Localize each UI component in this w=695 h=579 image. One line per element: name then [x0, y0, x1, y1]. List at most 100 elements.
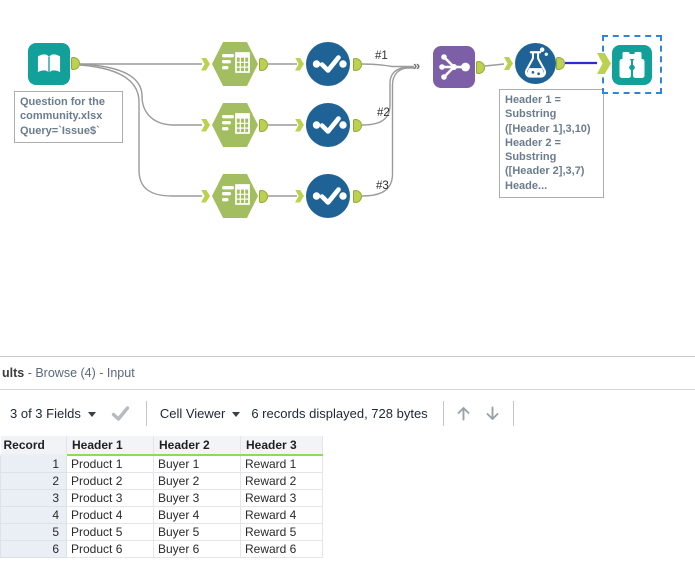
table-cell[interactable]: Reward 6 — [240, 539, 323, 558]
table-list-icon — [222, 113, 250, 134]
flask-icon — [524, 47, 548, 78]
input-anchor[interactable] — [295, 189, 304, 203]
record-cell[interactable]: 4 — [0, 505, 67, 524]
transform-tool-1[interactable] — [212, 42, 258, 86]
record-cell[interactable]: 5 — [0, 522, 67, 541]
unique-tool-2[interactable] — [306, 103, 350, 147]
book-icon — [37, 54, 61, 73]
connection[interactable] — [361, 63, 414, 68]
table-cell[interactable]: Buyer 2 — [153, 471, 241, 490]
multi-input-anchor[interactable]: » — [413, 58, 420, 73]
output-anchor[interactable] — [259, 118, 268, 132]
table-cell[interactable]: Product 4 — [66, 505, 154, 524]
record-cell[interactable]: 3 — [0, 488, 67, 507]
results-title-bold: ults — [2, 366, 25, 380]
binoculars-icon — [619, 52, 645, 78]
table-cell[interactable]: Buyer 5 — [153, 522, 241, 541]
output-anchor[interactable] — [71, 57, 80, 70]
chevron-down-icon — [232, 411, 241, 417]
input-anchor[interactable] — [295, 57, 304, 71]
arrow-up-icon[interactable] — [455, 405, 472, 422]
record-cell[interactable]: 2 — [0, 471, 67, 490]
dot-check-icon — [312, 187, 347, 205]
column-header[interactable]: Record — [0, 436, 67, 456]
transform-tool-3[interactable] — [212, 174, 258, 218]
record-cell[interactable]: 6 — [0, 539, 67, 558]
table-cell[interactable]: Buyer 3 — [153, 488, 241, 507]
table-cell[interactable]: Buyer 6 — [153, 539, 241, 558]
table-cell[interactable]: Reward 5 — [240, 522, 323, 541]
results-toolbar: 3 of 3 Fields Cell Viewer 6 records disp… — [0, 390, 695, 436]
unique-tool-3[interactable] — [306, 174, 350, 218]
output-anchor[interactable] — [259, 57, 268, 71]
connection-label-2: #2 — [377, 107, 390, 119]
table-cell[interactable]: Product 1 — [66, 454, 154, 473]
output-anchor[interactable] — [353, 118, 362, 132]
fields-dropdown[interactable]: 3 of 3 Fields — [10, 406, 96, 421]
table-cell[interactable]: Reward 4 — [240, 505, 323, 524]
fields-dropdown-label: 3 of 3 Fields — [10, 405, 81, 421]
toolbar-separator — [145, 400, 147, 426]
table-list-icon — [222, 52, 250, 73]
connections — [79, 61, 597, 197]
column-header[interactable]: Header 2 — [153, 436, 241, 456]
record-cell[interactable]: 1 — [0, 454, 67, 473]
table-cell[interactable]: Product 5 — [66, 522, 154, 541]
input-anchor[interactable] — [597, 53, 611, 74]
connection[interactable] — [361, 67, 414, 197]
connection[interactable] — [79, 64, 202, 197]
input-data-tool[interactable] — [28, 43, 70, 85]
output-anchor[interactable] — [259, 189, 268, 203]
table-cell[interactable]: Reward 1 — [240, 454, 323, 473]
cell-viewer-dropdown[interactable]: Cell Viewer — [160, 406, 241, 421]
connection[interactable] — [79, 63, 202, 126]
formula-tool[interactable] — [515, 43, 556, 84]
output-anchor[interactable] — [353, 57, 362, 71]
input-anchor[interactable] — [201, 57, 210, 71]
cell-viewer-label: Cell Viewer — [159, 405, 226, 421]
dot-check-icon — [312, 116, 347, 134]
table-cell[interactable]: Buyer 1 — [153, 454, 241, 473]
table-cell[interactable]: Product 6 — [66, 539, 154, 558]
merge-branches-icon — [439, 54, 470, 80]
input-anchor[interactable] — [504, 57, 513, 70]
output-anchor[interactable] — [353, 189, 362, 203]
unique-tool-1[interactable] — [306, 42, 350, 86]
output-anchor[interactable] — [556, 56, 565, 70]
column-header[interactable]: Header 1 — [66, 436, 154, 456]
table-cell[interactable]: Reward 2 — [240, 471, 323, 490]
input-anchor[interactable] — [201, 118, 210, 132]
union-tool[interactable] — [433, 46, 475, 88]
chevron-down-icon — [87, 411, 96, 417]
table-cell[interactable]: Reward 3 — [240, 488, 323, 507]
connection[interactable] — [484, 63, 505, 67]
input-annotation[interactable]: Question for the community.xlsx Query=`I… — [14, 91, 123, 143]
apply-check-icon[interactable] — [111, 405, 130, 422]
table-cell[interactable]: Buyer 4 — [153, 505, 241, 524]
table-cell[interactable]: Product 2 — [66, 471, 154, 490]
arrow-down-icon[interactable] — [484, 405, 501, 422]
column-header[interactable]: Header 3 — [240, 436, 323, 456]
connection[interactable] — [361, 66, 414, 126]
input-anchor[interactable] — [295, 118, 304, 132]
browse-tool[interactable] — [612, 45, 652, 85]
output-anchor[interactable] — [476, 60, 485, 74]
workflow-canvas[interactable]: Question for the community.xlsx Query=`I… — [0, 0, 695, 356]
formula-annotation[interactable]: Header 1 = Substring ([Header 1],3,10) H… — [499, 89, 604, 199]
table-cell[interactable]: Product 3 — [66, 488, 154, 507]
toolbar-separator — [512, 400, 514, 426]
results-title: ults - Browse (4) - Input — [0, 357, 695, 390]
records-info: 6 records displayed, 728 bytes — [251, 405, 428, 421]
input-anchor[interactable] — [201, 189, 210, 203]
transform-tool-2[interactable] — [212, 103, 258, 147]
